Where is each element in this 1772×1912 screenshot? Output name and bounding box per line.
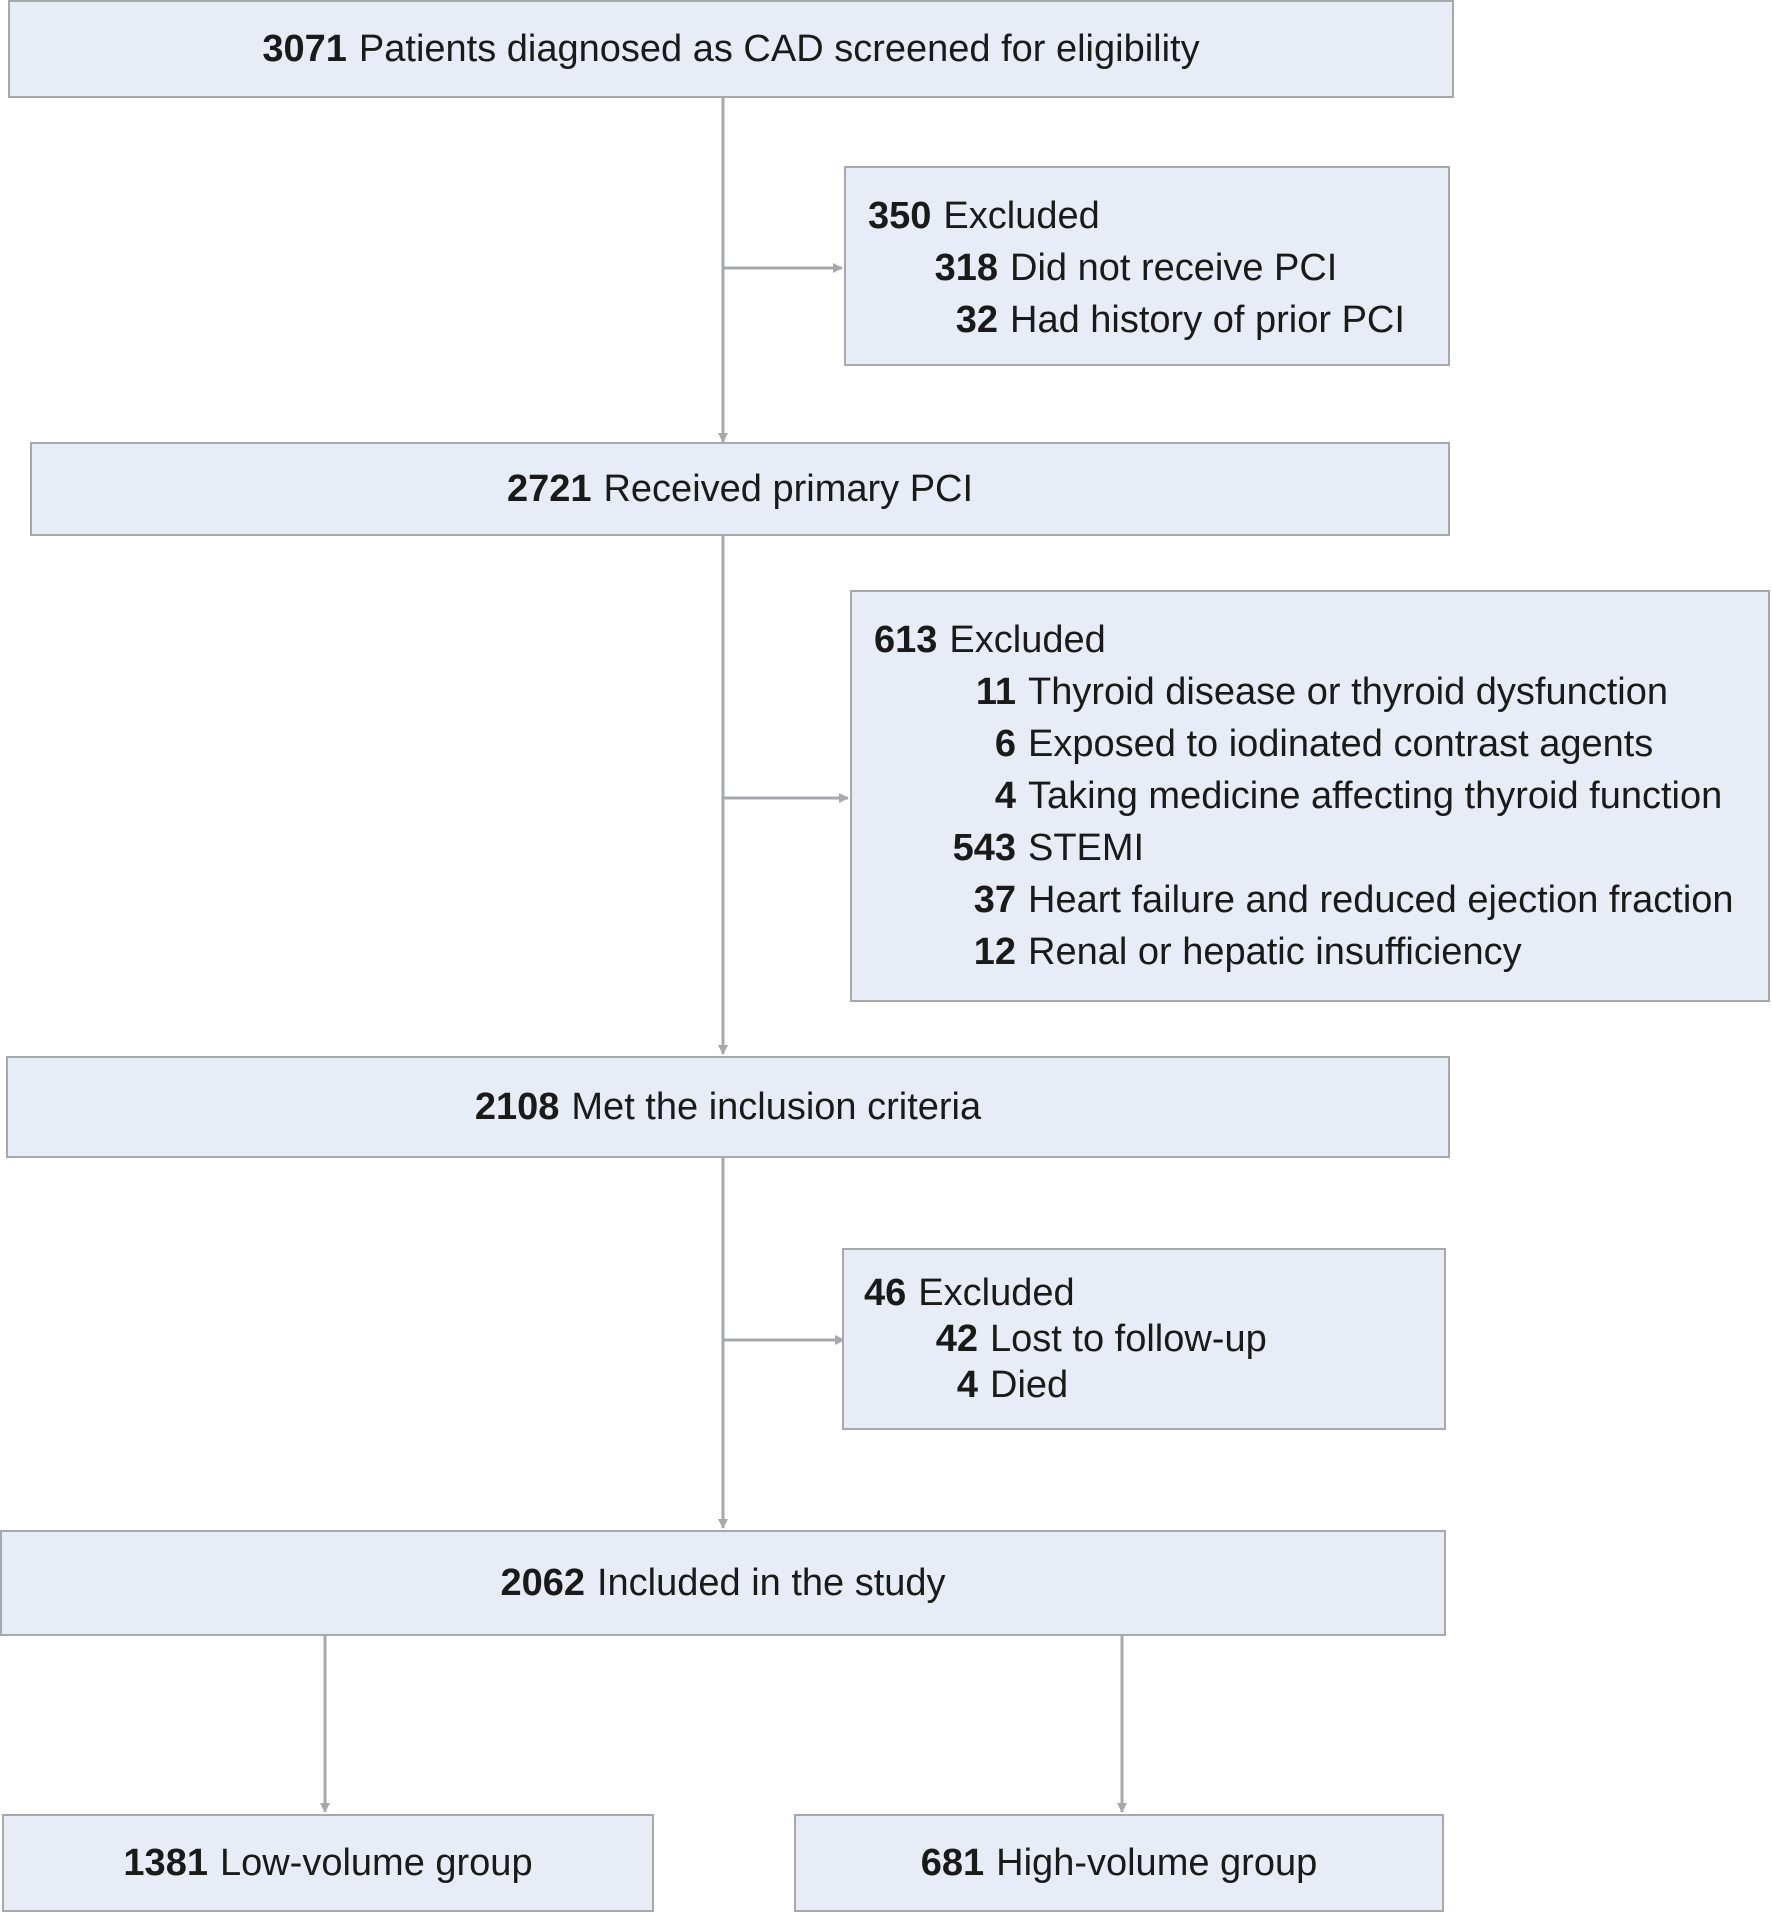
- exclusion-1-item-count: 32: [955, 299, 998, 341]
- group-high-volume: 681 High-volume group: [794, 1814, 1444, 1912]
- exclusion-2-count: 613: [874, 619, 938, 661]
- group-low-volume-count: 1381: [123, 1841, 208, 1884]
- step-met-criteria-count: 2108: [474, 1085, 560, 1128]
- step-screened-label: Patients diagnosed as CAD screened for e…: [358, 27, 1200, 70]
- exclusion-2-header: 613 Excluded: [874, 614, 1768, 666]
- exclusion-2-item-label: Renal or hepatic insufficiency: [1028, 931, 1522, 973]
- exclusion-1-item: 318 Did not receive PCI: [868, 242, 1448, 294]
- exclusion-1-label: Excluded: [943, 195, 1100, 237]
- exclusion-2-item: 6 Exposed to iodinated contrast agents: [874, 718, 1768, 770]
- step-included: 2062 Included in the study: [0, 1530, 1446, 1636]
- group-high-volume-label: High-volume group: [996, 1841, 1318, 1884]
- exclusion-3-header: 46 Excluded: [864, 1270, 1444, 1316]
- exclusion-2-item-count: 11: [975, 671, 1016, 713]
- step-included-count: 2062: [500, 1561, 585, 1604]
- exclusion-box-1: 350 Excluded 318 Did not receive PCI 32 …: [844, 166, 1450, 366]
- exclusion-2-item-label: Taking medicine affecting thyroid functi…: [1028, 775, 1723, 817]
- exclusion-2-item-label: Thyroid disease or thyroid dysfunction: [1028, 671, 1668, 713]
- exclusion-3-item: 4 Died: [864, 1362, 1444, 1408]
- exclusion-2-item-label: STEMI: [1028, 827, 1145, 869]
- exclusion-box-2: 613 Excluded 11 Thyroid disease or thyro…: [850, 590, 1770, 1002]
- step-screened-count: 3071: [262, 27, 347, 70]
- exclusion-1-item: 32 Had history of prior PCI: [868, 294, 1448, 346]
- exclusion-1-item-label: Did not receive PCI: [1010, 247, 1338, 289]
- step-met-criteria: 2108 Met the inclusion criteria: [6, 1056, 1450, 1158]
- exclusion-3-item-label: Lost to follow-up: [990, 1318, 1267, 1360]
- exclusion-1-item-count: 318: [934, 247, 998, 289]
- step-received-pci-count: 2721: [506, 467, 592, 510]
- exclusion-2-item-label: Heart failure and reduced ejection fract…: [1028, 879, 1734, 921]
- exclusion-1-item-label: Had history of prior PCI: [1010, 299, 1405, 341]
- exclusion-2-item-count: 37: [973, 879, 1016, 921]
- exclusion-2-item-count: 6: [994, 723, 1016, 765]
- exclusion-2-label: Excluded: [949, 619, 1106, 661]
- exclusion-3-item-label: Died: [990, 1364, 1069, 1406]
- step-received-pci: 2721 Received primary PCI: [30, 442, 1450, 536]
- exclusion-box-3: 46 Excluded 42 Lost to follow-up 4 Died: [842, 1248, 1446, 1430]
- step-received-pci-label: Received primary PCI: [603, 467, 974, 510]
- exclusion-3-label: Excluded: [918, 1272, 1075, 1314]
- exclusion-3-item-count: 4: [956, 1364, 978, 1406]
- exclusion-2-item-count: 543: [952, 827, 1016, 869]
- exclusion-2-item: 12 Renal or hepatic insufficiency: [874, 926, 1768, 978]
- step-included-label: Included in the study: [596, 1561, 946, 1604]
- exclusion-2-item: 543 STEMI: [874, 822, 1768, 874]
- exclusion-2-item: 11 Thyroid disease or thyroid dysfunctio…: [874, 666, 1768, 718]
- step-screened: 3071 Patients diagnosed as CAD screened …: [8, 0, 1454, 98]
- exclusion-1-header: 350 Excluded: [868, 190, 1448, 242]
- exclusion-3-item-count: 42: [935, 1318, 978, 1360]
- exclusion-2-item: 37 Heart failure and reduced ejection fr…: [874, 874, 1768, 926]
- exclusion-3-item: 42 Lost to follow-up: [864, 1316, 1444, 1362]
- group-low-volume: 1381 Low-volume group: [2, 1814, 654, 1912]
- exclusion-2-item-count: 4: [994, 775, 1016, 817]
- exclusion-3-count: 46: [864, 1272, 907, 1314]
- exclusion-2-item: 4 Taking medicine affecting thyroid func…: [874, 770, 1768, 822]
- group-high-volume-count: 681: [920, 1841, 985, 1884]
- exclusion-2-item-label: Exposed to iodinated contrast agents: [1028, 723, 1654, 765]
- group-low-volume-label: Low-volume group: [219, 1841, 533, 1884]
- step-met-criteria-label: Met the inclusion criteria: [571, 1085, 982, 1128]
- exclusion-2-item-count: 12: [973, 931, 1016, 973]
- exclusion-1-count: 350: [868, 195, 932, 237]
